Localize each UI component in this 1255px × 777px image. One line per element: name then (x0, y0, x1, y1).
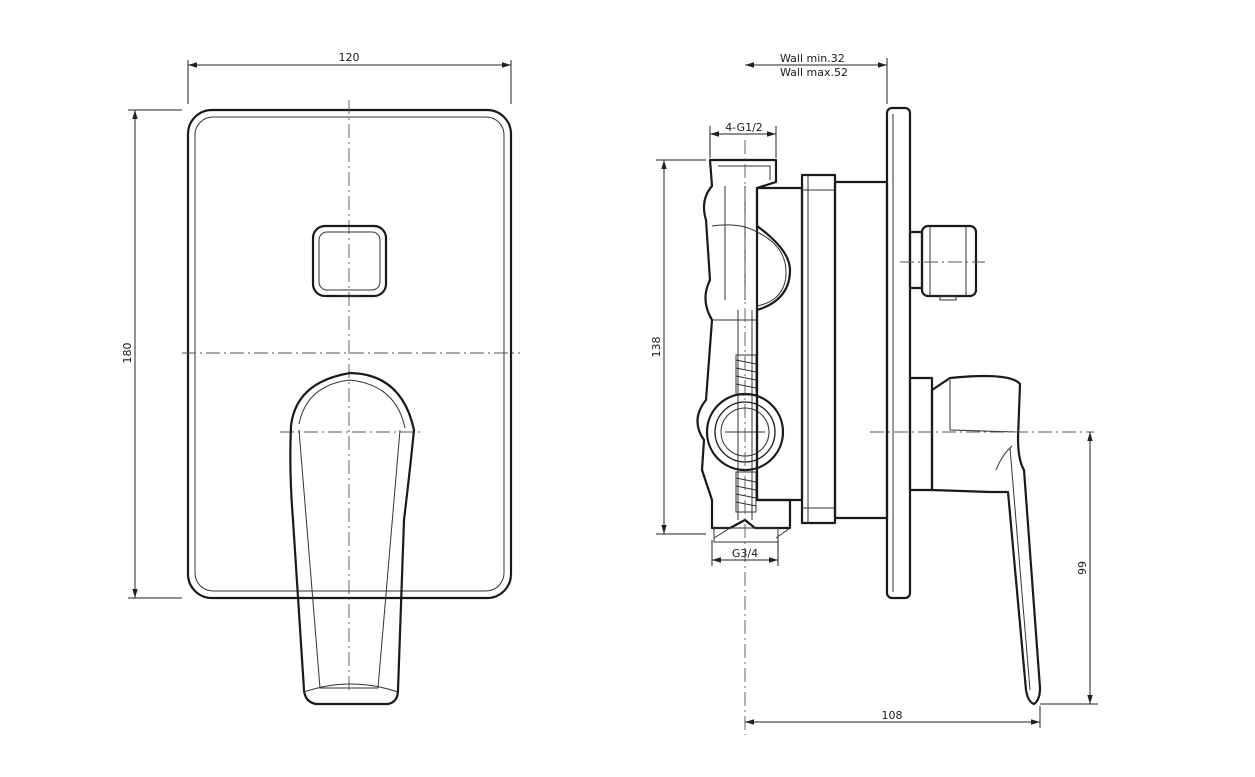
side-view: Wall min.32 Wall max.52 4-G1/2 G3/4 138 (650, 52, 1098, 735)
lever-side (908, 374, 1042, 706)
diverter-knob-side (908, 224, 978, 301)
dimension-inlet-thread: 4-G1/2 (709, 121, 777, 158)
cartridge-seat-lower (735, 471, 757, 513)
depth-label: 108 (882, 709, 903, 722)
cover-plate (186, 108, 513, 600)
dimension-height: 180 (121, 109, 182, 599)
housing-rear (833, 180, 889, 520)
outlet-thread-label: G3/4 (732, 547, 758, 560)
wall-plate (885, 106, 912, 600)
handle-drop-label: 99 (1076, 561, 1089, 575)
inlet-thread-label: 4-G1/2 (725, 121, 763, 134)
dimension-handle-drop: 99 (1040, 432, 1098, 705)
dimension-outlet-thread: G3/4 (711, 540, 779, 566)
front-view: 120 180 (121, 51, 520, 706)
cartridge-seat-upper (735, 354, 757, 396)
cover-plate-inner-edge (194, 116, 505, 592)
diverter-button (311, 224, 388, 298)
wall-min-label: Wall min.32 (780, 52, 845, 65)
dimension-depth: 108 (745, 706, 1041, 728)
height-label: 180 (121, 343, 134, 364)
wall-max-label: Wall max.52 (780, 66, 848, 79)
width-label: 120 (339, 51, 360, 64)
body-height-label: 138 (650, 337, 663, 358)
dimension-wall: Wall min.32 Wall max.52 (745, 52, 888, 104)
dimension-width: 120 (187, 51, 512, 104)
dimension-body-height: 138 (650, 159, 706, 535)
valve-body (696, 158, 792, 530)
housing-flange (800, 173, 837, 525)
housing-block (755, 186, 804, 502)
lever-handle (289, 371, 416, 706)
